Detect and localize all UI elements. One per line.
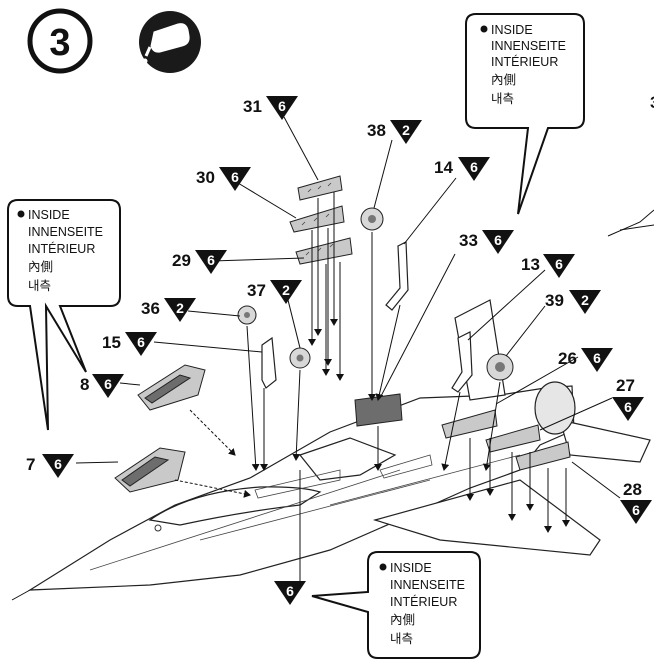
callout-inside-en: INSIDE — [491, 23, 533, 37]
callout-inside-ko: 내측 — [390, 632, 413, 646]
part-29-door — [295, 237, 353, 265]
svg-text:6: 6 — [231, 169, 239, 185]
inside-callout-left: INSIDE INNENSEITE INTÉRIEUR 內側 내측 — [7, 199, 121, 431]
svg-text:13: 13 — [521, 255, 540, 274]
cement-tube-icon — [139, 11, 201, 73]
part-27-door — [485, 424, 541, 453]
svg-text:7: 7 — [26, 455, 35, 474]
svg-text:2: 2 — [402, 122, 410, 138]
label-28: 28 6 — [620, 480, 652, 524]
svg-text:29: 29 — [172, 251, 191, 270]
svg-text:2: 2 — [176, 300, 184, 316]
callout-inside-ko: 내측 — [491, 92, 514, 106]
leader-lines — [75, 116, 621, 585]
svg-text:6: 6 — [494, 232, 502, 248]
callout-inside-de: INNENSEITE — [390, 578, 465, 592]
svg-text:6: 6 — [593, 350, 601, 366]
label-37: 37 2 — [247, 280, 302, 304]
label-bottom-6: 6 — [274, 581, 306, 605]
label-31: 31 6 — [243, 96, 298, 120]
step-number: 3 — [49, 22, 70, 64]
svg-text:6: 6 — [286, 583, 294, 599]
part-38-wheel — [360, 207, 384, 231]
callout-inside-en: INSIDE — [28, 208, 70, 222]
callout-inside-ja: 內側 — [390, 613, 415, 627]
part-36-wheel — [237, 305, 257, 325]
svg-text:6: 6 — [624, 399, 632, 415]
label-13: 13 6 — [521, 254, 575, 278]
part-37-wheel — [289, 347, 311, 369]
svg-text:6: 6 — [278, 98, 286, 114]
svg-text:37: 37 — [247, 281, 266, 300]
part-15-strut — [261, 336, 277, 389]
label-33: 33 6 — [459, 230, 514, 254]
part-14-strut — [385, 241, 409, 311]
svg-text:6: 6 — [137, 334, 145, 350]
callout-inside-ko: 내측 — [28, 279, 51, 293]
svg-text:6: 6 — [470, 159, 478, 175]
callout-inside-de: INNENSEITE — [28, 225, 103, 239]
callout-inside-fr: INTÉRIEUR — [491, 54, 558, 69]
part-8-door — [137, 364, 206, 411]
label-8: 8 6 — [80, 374, 124, 398]
part-33-panel — [354, 393, 403, 427]
label-30: 30 6 — [196, 167, 251, 191]
svg-text:28: 28 — [623, 480, 642, 499]
insertion-arrows — [174, 192, 570, 533]
label-38: 38 2 — [367, 120, 422, 144]
svg-text:31: 31 — [243, 97, 262, 116]
part-31-door — [297, 175, 343, 201]
svg-text:36: 36 — [141, 299, 160, 318]
svg-text:2: 2 — [581, 292, 589, 308]
label-27: 27 6 — [612, 376, 644, 421]
svg-text:3: 3 — [650, 93, 654, 112]
part-labels: 31 6 38 2 14 6 30 6 33 6 29 6 — [26, 96, 652, 605]
inside-callout-top: INSIDE INNENSEITE INTÉRIEUR 內側 내측 — [465, 13, 585, 215]
step-badge: 3 — [27, 8, 93, 74]
svg-text:27: 27 — [616, 376, 635, 395]
svg-text:26: 26 — [558, 349, 577, 368]
callout-inside-ja: 內側 — [28, 260, 53, 274]
label-39: 39 2 — [545, 290, 601, 314]
svg-text:2: 2 — [282, 282, 290, 298]
callout-inside-de: INNENSEITE — [491, 39, 566, 53]
callout-inside-fr: INTÉRIEUR — [390, 594, 457, 609]
part-26-door — [441, 409, 498, 439]
label-7: 7 6 — [26, 454, 74, 478]
label-29: 29 6 — [172, 250, 227, 274]
inside-callout-bottom: INSIDE INNENSEITE INTÉRIEUR 內側 내측 — [311, 551, 481, 659]
part-7-door — [114, 447, 186, 493]
svg-text:6: 6 — [104, 376, 112, 392]
svg-text:8: 8 — [80, 375, 89, 394]
svg-text:33: 33 — [459, 231, 478, 250]
svg-text:6: 6 — [54, 456, 62, 472]
part-30-door — [289, 205, 345, 233]
label-36: 36 2 — [141, 298, 196, 322]
svg-text:14: 14 — [434, 158, 453, 177]
svg-text:38: 38 — [367, 121, 386, 140]
callout-inside-en: INSIDE — [390, 561, 432, 575]
svg-text:30: 30 — [196, 168, 215, 187]
svg-text:6: 6 — [207, 252, 215, 268]
part-39-wheel — [486, 353, 514, 381]
next-step-fragment: 3 — [607, 93, 654, 237]
svg-text:6: 6 — [632, 502, 640, 518]
label-15: 15 6 — [102, 332, 157, 356]
svg-text:15: 15 — [102, 333, 121, 352]
callout-inside-fr: INTÉRIEUR — [28, 241, 95, 256]
label-14: 14 6 — [434, 157, 490, 181]
label-26: 26 6 — [558, 348, 613, 372]
callout-inside-ja: 內側 — [491, 73, 516, 87]
svg-text:6: 6 — [555, 256, 563, 272]
svg-text:39: 39 — [545, 291, 564, 310]
part-13-strut — [451, 331, 473, 393]
